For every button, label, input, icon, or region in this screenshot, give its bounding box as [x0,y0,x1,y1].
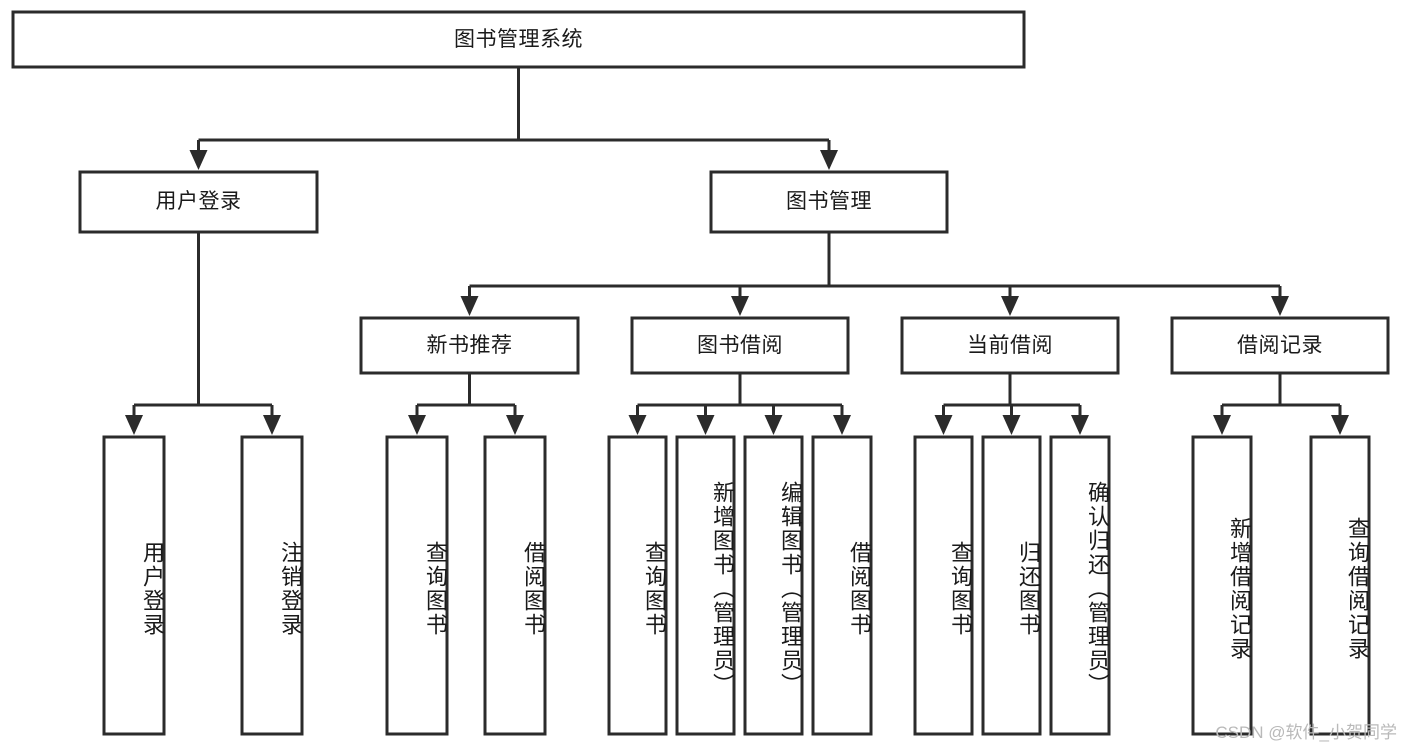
edge-arrow-icon [1331,415,1349,435]
node-box-leaf-return-book[interactable] [981,435,1042,736]
edge-arrow-icon [460,296,479,316]
csdn-watermark: CSDN @软件_小贺同学 [1215,723,1397,742]
edge-arrow-icon [1071,415,1089,435]
node-box-new-book-rec[interactable] [359,316,580,375]
node-box-book-borrow[interactable] [630,316,850,375]
edge-arrow-icon [189,150,208,170]
edge-arrow-icon [1271,296,1289,316]
edge-arrow-icon [125,415,143,435]
node-box-borrow-record[interactable] [1170,316,1390,375]
edge-arrow-icon [408,415,426,435]
node-box-current-borrow[interactable] [900,316,1120,375]
node-box-leaf-query-record[interactable] [1309,435,1371,736]
edge-arrow-icon [1001,296,1019,316]
node-box-leaf-edit-book[interactable] [743,435,804,736]
node-box-user-login[interactable] [78,170,319,234]
edge-arrow-icon [820,150,838,170]
edge-arrow-icon [934,415,953,435]
edge-arrow-icon [506,415,524,435]
edge-arrow-icon [1213,415,1231,435]
node-box-leaf-logout[interactable] [240,435,304,736]
node-box-leaf-confirm-return[interactable] [1049,435,1111,736]
node-box-leaf-user-login[interactable] [102,435,166,736]
edge-arrow-icon [764,415,783,435]
node-box-leaf-query-book-1[interactable] [385,435,449,736]
node-box-root[interactable] [11,10,1026,69]
edge-arrow-icon [263,415,281,435]
edge-arrow-icon [628,415,647,435]
node-box-leaf-query-book-2[interactable] [607,435,668,736]
edge-arrow-icon [833,415,851,435]
edge-arrow-icon [1002,415,1021,435]
node-box-leaf-borrow-book-1[interactable] [483,435,547,736]
node-box-leaf-query-book-3[interactable] [913,435,974,736]
node-box-book-manage[interactable] [709,170,949,234]
edge-arrow-icon [731,296,749,316]
node-box-leaf-add-book[interactable] [675,435,736,736]
node-box-leaf-borrow-book-2[interactable] [811,435,873,736]
node-box-leaf-add-record[interactable] [1191,435,1253,736]
edge-arrow-icon [696,415,715,435]
